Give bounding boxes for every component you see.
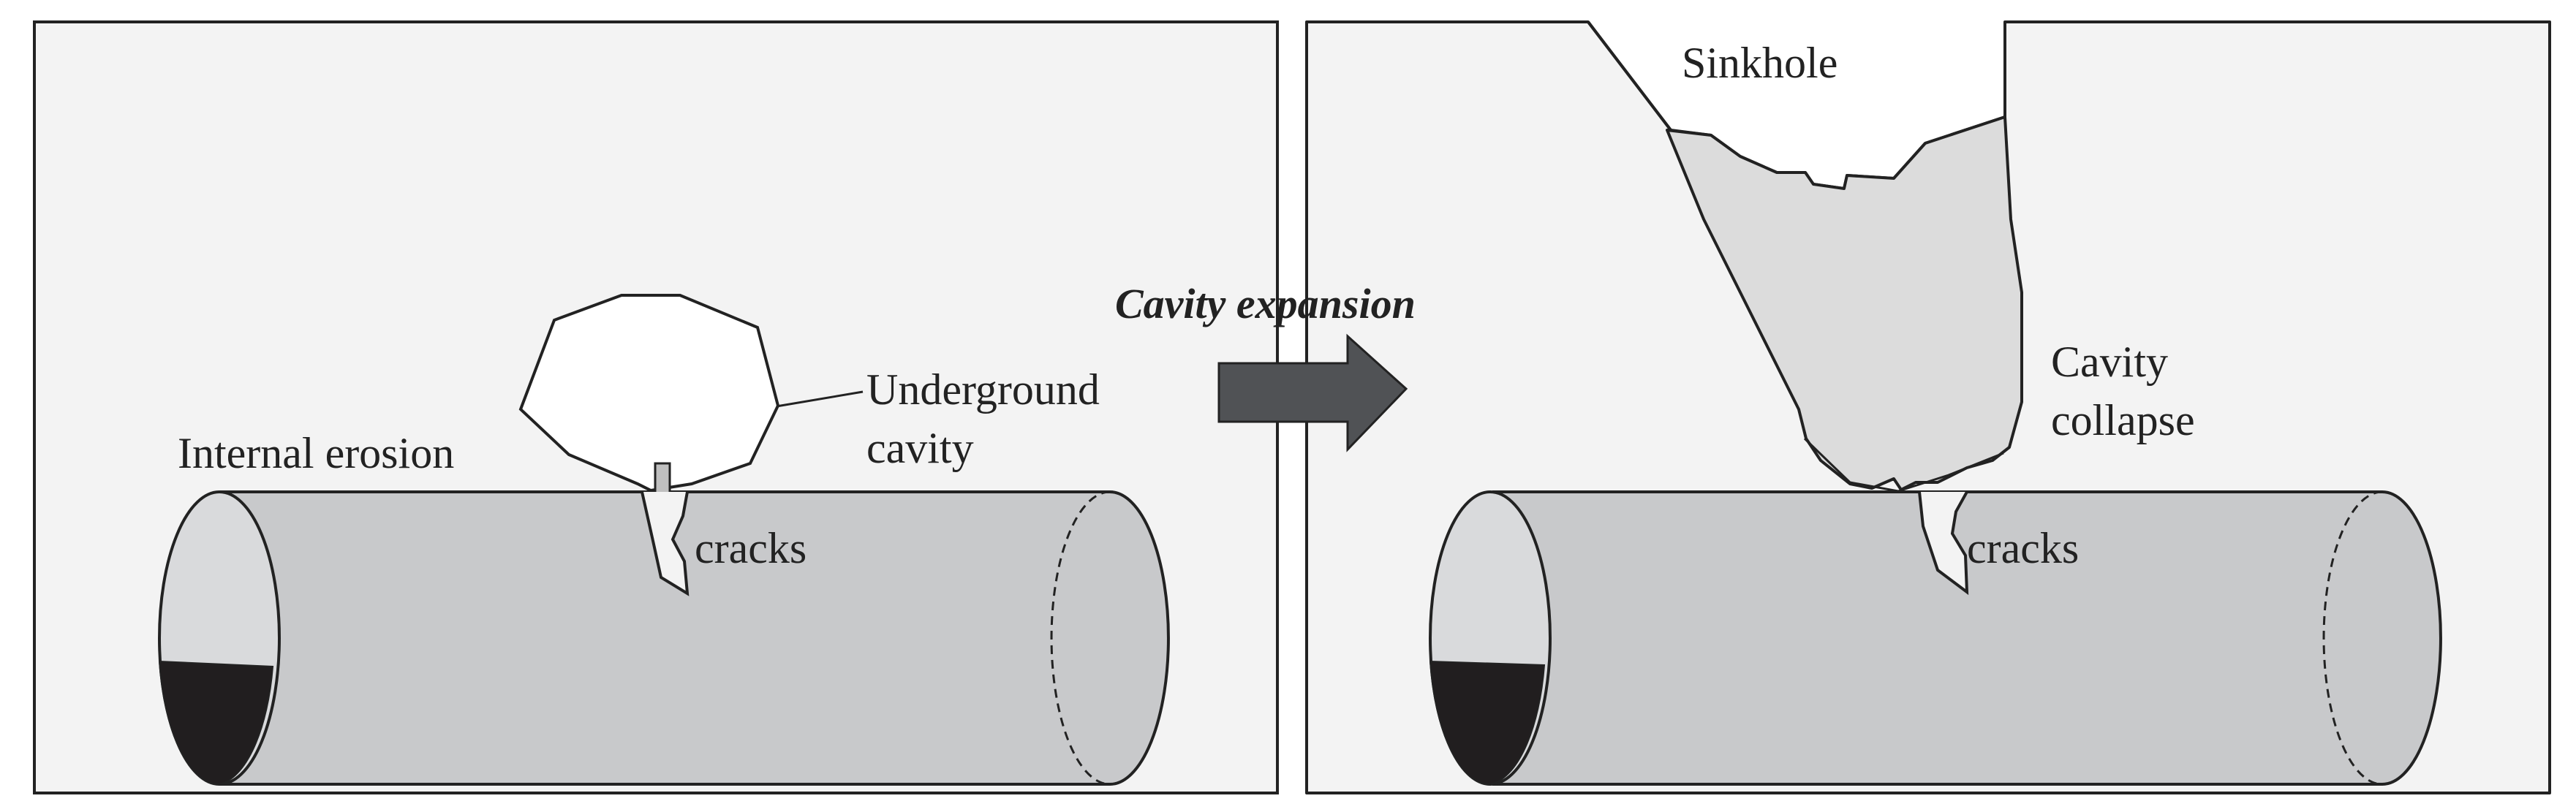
label-cavity-collapse-line1: Cavity [2051, 338, 2168, 386]
cavity-collapse-soil [1666, 115, 2023, 491]
right-pipe-far-end [2322, 490, 2383, 786]
left-pipe-water [158, 660, 274, 786]
label-internal-erosion: Internal erosion [178, 429, 454, 477]
left-crack [641, 491, 690, 596]
right-pipe-body [1492, 490, 2442, 786]
left-panel: Internal erosion Underground cavity crac… [33, 20, 1279, 794]
right-pipe-water [1429, 660, 1546, 786]
cavity-expansion-arrow [1217, 333, 1408, 452]
transition-arrow-group: Cavity expansion [1115, 280, 1416, 452]
collapse-base [1803, 437, 2004, 493]
label-underground-cavity-line2: cavity [866, 424, 974, 472]
sinkhole-left-wall [1587, 20, 1672, 132]
label-cavity-collapse-line2: collapse [2051, 396, 2195, 444]
left-pipe-body [220, 490, 1170, 786]
right-panel: Sinkhole Cavity collapse cracks [1305, 20, 2551, 794]
label-right-cracks: cracks [1967, 524, 2079, 572]
left-pipe-far-end [1050, 490, 1111, 786]
label-sinkhole: Sinkhole [1682, 39, 1837, 87]
right-crack [1918, 491, 1969, 596]
label-cavity-expansion: Cavity expansion [1115, 280, 1416, 327]
label-left-cracks: cracks [695, 524, 807, 572]
underground-cavity [518, 294, 780, 493]
label-underground-cavity-line1: Underground [866, 365, 1100, 414]
cavity-leader-line [776, 390, 864, 408]
